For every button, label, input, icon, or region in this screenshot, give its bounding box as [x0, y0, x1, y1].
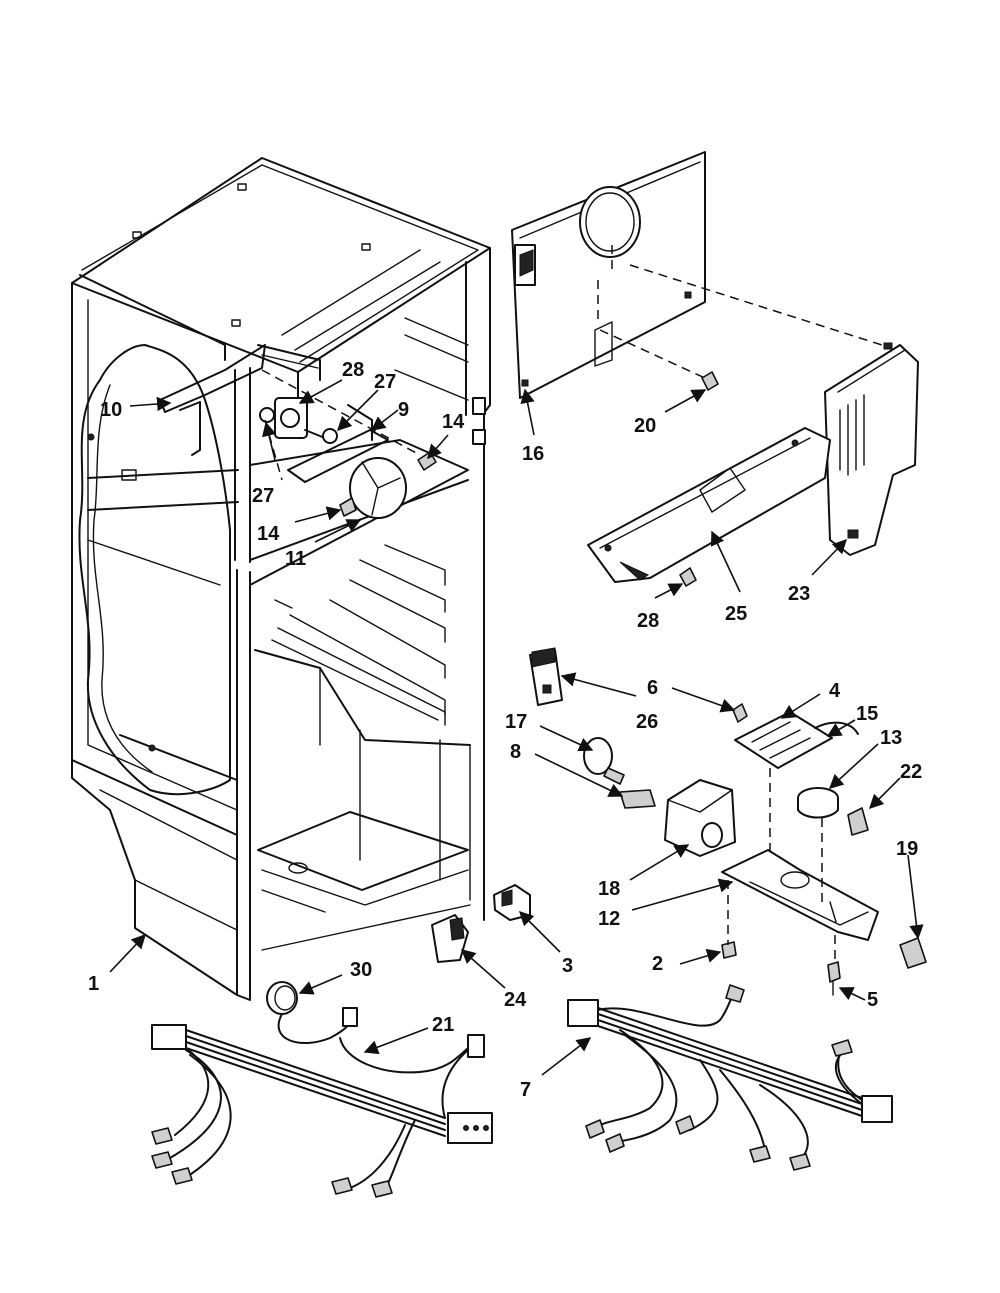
callout-30: 30 — [350, 959, 372, 981]
callout-18: 18 — [598, 878, 620, 900]
callout-14-upper: 14 — [442, 411, 465, 433]
callout-21: 21 — [432, 1014, 454, 1036]
callout-14-lower: 14 — [257, 523, 280, 545]
callout-15: 15 — [856, 703, 878, 725]
leader-lines — [109, 379, 924, 1076]
refrigerator-liner — [71, 157, 491, 1001]
callout-27-lower: 27 — [252, 485, 274, 507]
callout-1: 1 — [88, 973, 99, 995]
callout-8: 8 — [510, 741, 521, 763]
fan-motor-assembly — [159, 344, 437, 519]
callout-19: 19 — [896, 838, 918, 860]
callout-20: 20 — [634, 415, 656, 437]
callout-11: 11 — [285, 548, 306, 570]
rear-panel — [511, 151, 883, 399]
callout-4: 4 — [829, 680, 841, 702]
callout-22: 22 — [900, 761, 922, 783]
callout-27-upper: 27 — [374, 371, 396, 393]
callout-5: 5 — [867, 989, 878, 1011]
callout-29: 28 — [342, 359, 364, 381]
callout-12: 12 — [598, 908, 620, 930]
callout-labels: 10 28 27 9 14 27 14 11 16 20 23 25 28 26… — [88, 359, 922, 1101]
callout-26: 26 — [636, 711, 658, 733]
electrical-parts — [431, 647, 927, 996]
callout-13: 13 — [880, 727, 902, 749]
callout-23: 23 — [788, 583, 810, 605]
callout-25: 25 — [725, 603, 747, 625]
wire-harness-left — [151, 981, 493, 1198]
callout-9: 9 — [398, 399, 409, 421]
callout-16: 16 — [522, 443, 544, 465]
callout-7: 7 — [520, 1079, 531, 1101]
callout-6: 6 — [647, 677, 658, 699]
drain-trough — [587, 427, 831, 587]
callout-3: 3 — [562, 955, 573, 977]
callout-28: 28 — [637, 610, 659, 632]
callout-2: 2 — [652, 953, 663, 975]
evaporator-cover — [824, 342, 919, 556]
callout-24: 24 — [504, 989, 527, 1011]
callout-10: 10 — [100, 399, 122, 421]
callout-17: 17 — [505, 711, 527, 733]
wire-harness-right — [567, 984, 893, 1171]
